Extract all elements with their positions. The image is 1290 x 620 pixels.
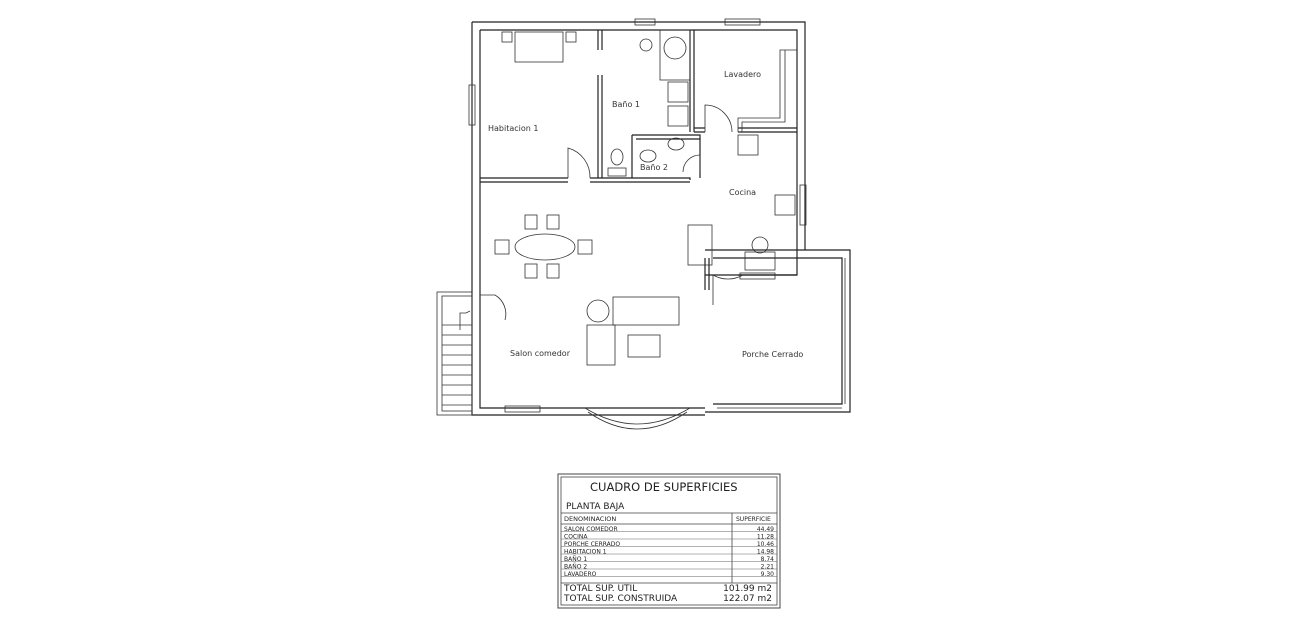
interior-walls xyxy=(480,30,797,290)
door-porche xyxy=(712,274,744,305)
room-label-porche: Porche Cerrado xyxy=(742,350,803,359)
table-row: LAVADERO 9.30 xyxy=(564,571,774,578)
room-label-habitacion: Habitacion 1 xyxy=(488,124,538,133)
table-row: SALON COMEDOR 44.49 xyxy=(564,526,774,533)
table-subtitle: PLANTA BAJA xyxy=(566,502,625,512)
door-habitacion xyxy=(567,147,591,179)
furniture xyxy=(494,29,797,366)
row-value: 14.98 xyxy=(757,549,774,556)
dining-table xyxy=(514,233,576,261)
room-label-bano2: Baño 2 xyxy=(640,163,668,172)
row-value: 2.21 xyxy=(761,564,775,571)
room-label-cocina: Cocina xyxy=(729,188,756,197)
total-construida-value: 122.07 m2 xyxy=(723,594,772,604)
row-value: 9.30 xyxy=(761,571,775,578)
total-util-label: TOTAL SUP. UTIL xyxy=(563,584,637,594)
table-title: CUADRO DE SUPERFICIES xyxy=(590,480,738,494)
surfaces-table: CUADRO DE SUPERFICIES PLANTA BAJA DENOMI… xyxy=(557,473,781,609)
table-row: PORCHE CERRADO 10.46 xyxy=(564,541,774,548)
total-util-value: 101.99 m2 xyxy=(723,584,772,594)
row-name: SALON COMEDOR xyxy=(564,526,618,533)
row-name: LAVADERO xyxy=(564,571,597,578)
sofa xyxy=(612,296,680,326)
stove xyxy=(774,194,796,216)
column-header-name: DENOMINACION xyxy=(564,515,616,523)
row-name: BAÑO 1 xyxy=(564,556,587,563)
table-row: BAÑO 1 8.74 xyxy=(564,556,774,563)
table-row: BAÑO 2 2.21 xyxy=(564,564,774,571)
row-value: 10.46 xyxy=(757,541,774,548)
door-bano2 xyxy=(682,154,701,173)
column-header-value: SUPERFICIE xyxy=(736,516,771,523)
row-name: COCINA xyxy=(564,534,588,541)
table-row: HABITACION 1 14.98 xyxy=(564,549,774,556)
doors xyxy=(480,104,744,321)
row-value: 44.49 xyxy=(757,526,774,533)
staircase xyxy=(436,291,473,416)
sink xyxy=(744,251,776,271)
windows xyxy=(468,18,846,430)
room-label-lavadero: Lavadero xyxy=(724,70,761,79)
bed xyxy=(514,31,564,63)
door-entrance xyxy=(480,294,507,321)
coffee-table xyxy=(627,334,661,358)
room-label-bano1: Baño 1 xyxy=(612,100,640,109)
shower xyxy=(659,29,691,81)
row-value: 11.28 xyxy=(757,534,774,541)
cabinet xyxy=(687,224,713,266)
room-label-salon: Salon comedor xyxy=(510,349,571,358)
row-name: PORCHE CERRADO xyxy=(564,541,620,548)
row-name: BAÑO 2 xyxy=(564,564,587,571)
total-construida-label: TOTAL SUP. CONSTRUIDA xyxy=(563,594,678,604)
toilet xyxy=(639,38,653,52)
row-name: HABITACION 1 xyxy=(564,549,607,556)
table-row: COCINA 11.28 xyxy=(564,534,774,541)
door-lavadero xyxy=(704,104,733,133)
row-value: 8.74 xyxy=(761,556,775,563)
